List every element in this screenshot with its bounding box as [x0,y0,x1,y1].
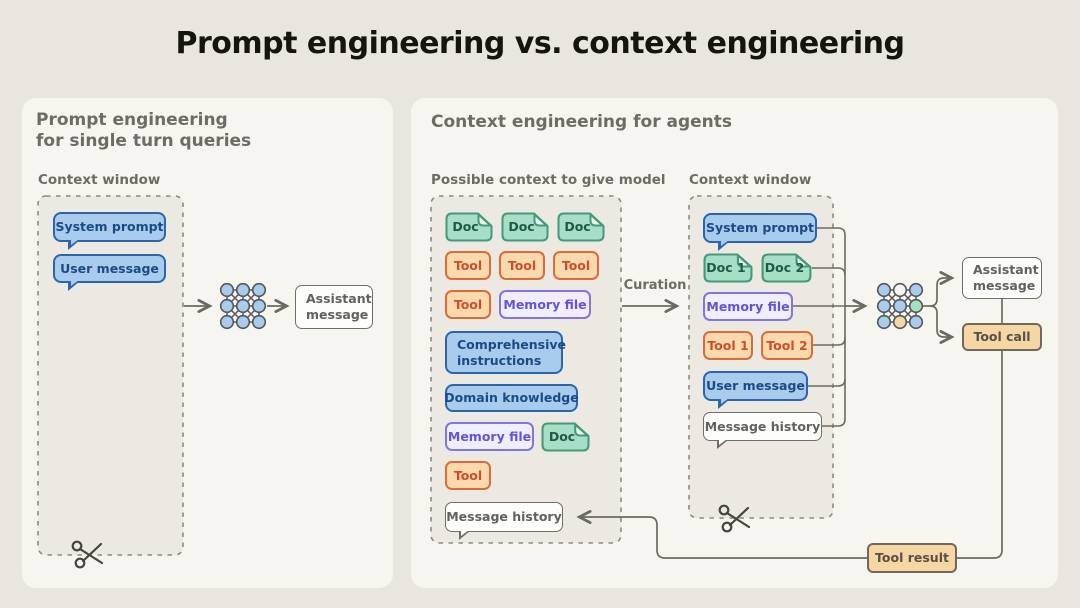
assistant-message-box: Assistant message [962,257,1042,299]
tool2-box: Tool 2 [761,331,813,360]
left-context-window-label: Context window [38,172,161,188]
tool-box: Tool [553,251,599,280]
memory-file-box: Memory file [499,290,591,319]
left-panel-heading: Prompt engineering for single turn queri… [36,110,251,153]
memory-file-box: Memory file [703,292,793,321]
tool-box: Tool [445,290,491,319]
tool-box: Tool [445,251,491,280]
user-message-box: User message [53,254,166,291]
tool-call-box: Tool call [962,323,1042,351]
doc-box: Doc [445,212,493,242]
doc-box: Doc [501,212,549,242]
doc2-box: Doc 2 [761,253,812,283]
curation-label: Curation [623,278,687,293]
tool-box: Tool [445,461,491,490]
comprehensive-instructions-box: Comprehensive instructions [445,331,566,374]
user-message-box: User message [703,371,808,409]
memory-file-box: Memory file [445,422,534,451]
possible-context-label: Possible context to give model [431,172,666,188]
doc1-box: Doc 1 [703,253,753,283]
page-title: Prompt engineering vs. context engineeri… [175,26,905,61]
right-panel-heading: Context engineering for agents [431,112,733,132]
tool1-box: Tool 1 [703,331,753,360]
message-history-box: Message history [703,412,822,449]
doc-box: Doc [557,212,605,242]
domain-knowledge-box: Domain knowledge [444,384,579,412]
system-prompt-box: System prompt [703,213,817,251]
tool-result-box: Tool result [867,543,957,573]
left-panel-heading-line2: for single turn queries [36,131,252,152]
tool-box: Tool [499,251,545,280]
message-history-box: Message history [445,502,563,540]
system-prompt-box: System prompt [53,212,166,250]
doc-box: Doc [541,422,590,452]
left-panel-heading-line1: Prompt engineering [36,110,228,130]
assistant-message-box: Assistant message [295,285,373,329]
right-context-window-label: Context window [689,172,812,188]
